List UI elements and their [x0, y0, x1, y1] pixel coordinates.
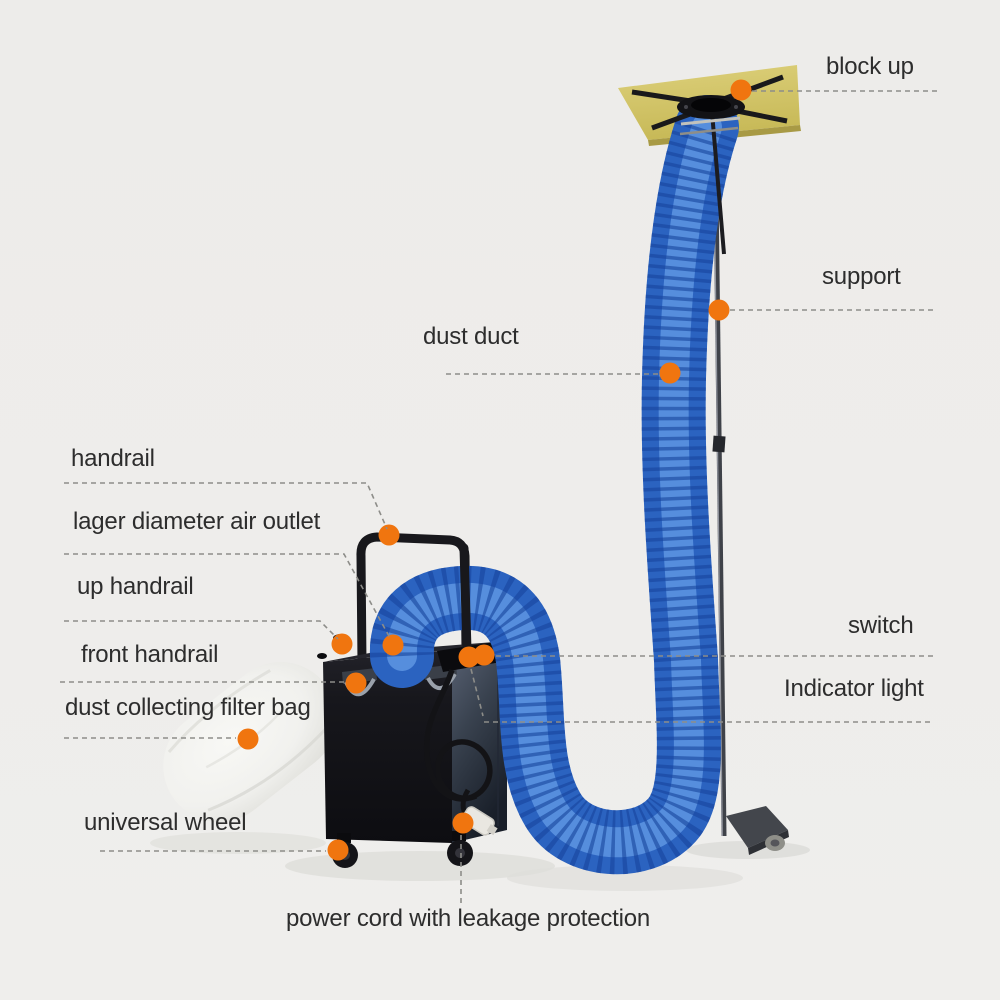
marker-dot-up-handrail [331, 633, 353, 655]
marker-dot-support [708, 299, 730, 321]
label-support: support [822, 263, 901, 290]
marker-dot-block-up [730, 79, 752, 101]
machine-handle-front-leg [459, 543, 472, 655]
marker-dot-power-cord [452, 812, 474, 834]
leader-indicator-light [470, 668, 934, 723]
label-dust-duct: dust duct [423, 323, 519, 350]
marker-dots [237, 79, 752, 861]
marker-dot-filter-bag [237, 728, 259, 750]
pole-base-plate [726, 806, 788, 848]
leader-lines [60, 90, 937, 903]
leader-up-handrail [64, 620, 339, 640]
marker-dot-universal-wheel [327, 839, 349, 861]
marker-dot-handrail [378, 524, 400, 546]
label-switch: switch [848, 612, 914, 639]
machine-front-face [323, 650, 452, 843]
marker-dot-air-outlet [382, 634, 404, 656]
label-air-outlet: lager diameter air outlet [73, 508, 321, 535]
label-power-cord: power cord with leakage protection [286, 905, 651, 932]
label-block-up: block up [826, 53, 914, 80]
universal-wheel-front-right [447, 831, 473, 866]
marker-dot-indicator-light [458, 646, 480, 668]
label-indicator-light: Indicator light [784, 675, 924, 702]
label-up-handrail: up handrail [77, 573, 194, 600]
floor-shadows [150, 832, 810, 891]
leader-air-outlet [64, 553, 391, 639]
label-universal-wheel: universal wheel [84, 809, 247, 836]
marker-dot-dust-duct [659, 362, 681, 384]
label-filter-bag: dust collecting filter bag [65, 694, 311, 721]
leader-handrail [64, 482, 388, 530]
hose-strap [710, 111, 726, 255]
label-handrail: handrail [71, 445, 155, 472]
label-front-handrail: front handrail [81, 641, 219, 668]
marker-dot-front-handrail [345, 672, 367, 694]
power-plug [461, 806, 498, 836]
support-pole [712, 107, 789, 855]
